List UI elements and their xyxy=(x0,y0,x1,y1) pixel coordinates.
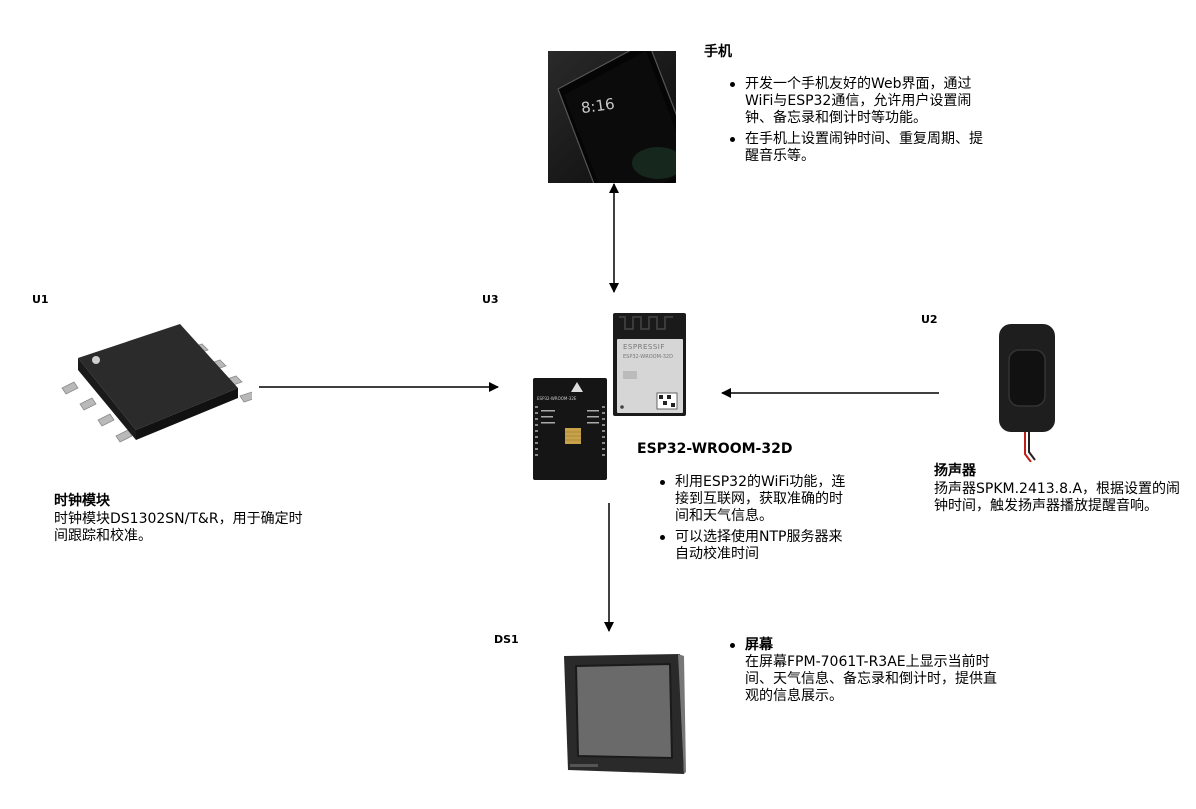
ds1-bullet: 屏幕 在屏幕FPM-7061T-R3AE上显示当前时间、天气信息、备忘录和倒计时… xyxy=(727,637,997,705)
u3-ref-label: U3 xyxy=(482,293,499,306)
phone-bullet-list: 开发一个手机友好的Web界面，通过WiFi与ESP32通信，允许用户设置闹钟、备… xyxy=(727,76,995,169)
phone-bullet: 在手机上设置闹钟时间、重复周期、提醒音乐等。 xyxy=(727,131,995,165)
u3-bullet-list: 利用ESP32的WiFi功能，连接到互联网，获取准确的时间和天气信息。 可以选择… xyxy=(657,474,847,563)
dev-board-text: ESP32-WROOM-32E xyxy=(537,396,577,401)
dev-board-icon xyxy=(535,382,605,456)
speaker-icon xyxy=(999,324,1055,462)
module-model-text: ESP32-WROOM-32D xyxy=(623,354,673,360)
u2-description: 扬声器SPKM.2413.8.A，根据设置的闹钟时间，触发扬声器播放提醒音响。 xyxy=(934,481,1181,514)
smartphone-icon xyxy=(548,51,676,183)
phone-image: 8:16 xyxy=(548,51,676,183)
u3-bullet-container: 利用ESP32的WiFi功能，连接到互联网，获取准确的时间和天气信息。 可以选择… xyxy=(657,474,847,580)
u2-ref-label: U2 xyxy=(921,313,938,326)
lcd-panel-icon xyxy=(564,654,686,774)
u3-bullet: 利用ESP32的WiFi功能，连接到互联网，获取准确的时间和天气信息。 xyxy=(657,474,847,525)
esp32-module-image: ESPRESSIF ESP32-WROOM-32D xyxy=(613,313,686,416)
ds1-description: 在屏幕FPM-7061T-R3AE上显示当前时间、天气信息、备忘录和倒计时，提供… xyxy=(745,654,997,704)
u3-title: ESP32-WROOM-32D xyxy=(637,441,793,457)
u1-ref-label: U1 xyxy=(32,293,49,306)
esp32-dev-board-image: ESP32-WROOM-32E xyxy=(533,378,607,480)
ic-chip-icon xyxy=(61,324,252,443)
u2-title: 扬声器 xyxy=(934,463,976,479)
module-brand-text: ESPRESSIF xyxy=(623,343,665,351)
u3-bullet: 可以选择使用NTP服务器来自动校准时间 xyxy=(657,529,847,563)
wifi-module-icon xyxy=(617,316,683,413)
ds1-ref-label: DS1 xyxy=(494,633,519,646)
phone-title: 手机 xyxy=(704,44,732,60)
u1-description: 时钟模块DS1302SN/T&R，用于确定时间跟踪和校准。 xyxy=(54,511,303,544)
ds1-title: 屏幕 xyxy=(745,637,773,653)
ds1-bullet-list: 屏幕 在屏幕FPM-7061T-R3AE上显示当前时间、天气信息、备忘录和倒计时… xyxy=(727,637,997,709)
u1-title: 时钟模块 xyxy=(54,493,110,509)
phone-bullet: 开发一个手机友好的Web界面，通过WiFi与ESP32通信，允许用户设置闹钟、备… xyxy=(727,76,995,127)
